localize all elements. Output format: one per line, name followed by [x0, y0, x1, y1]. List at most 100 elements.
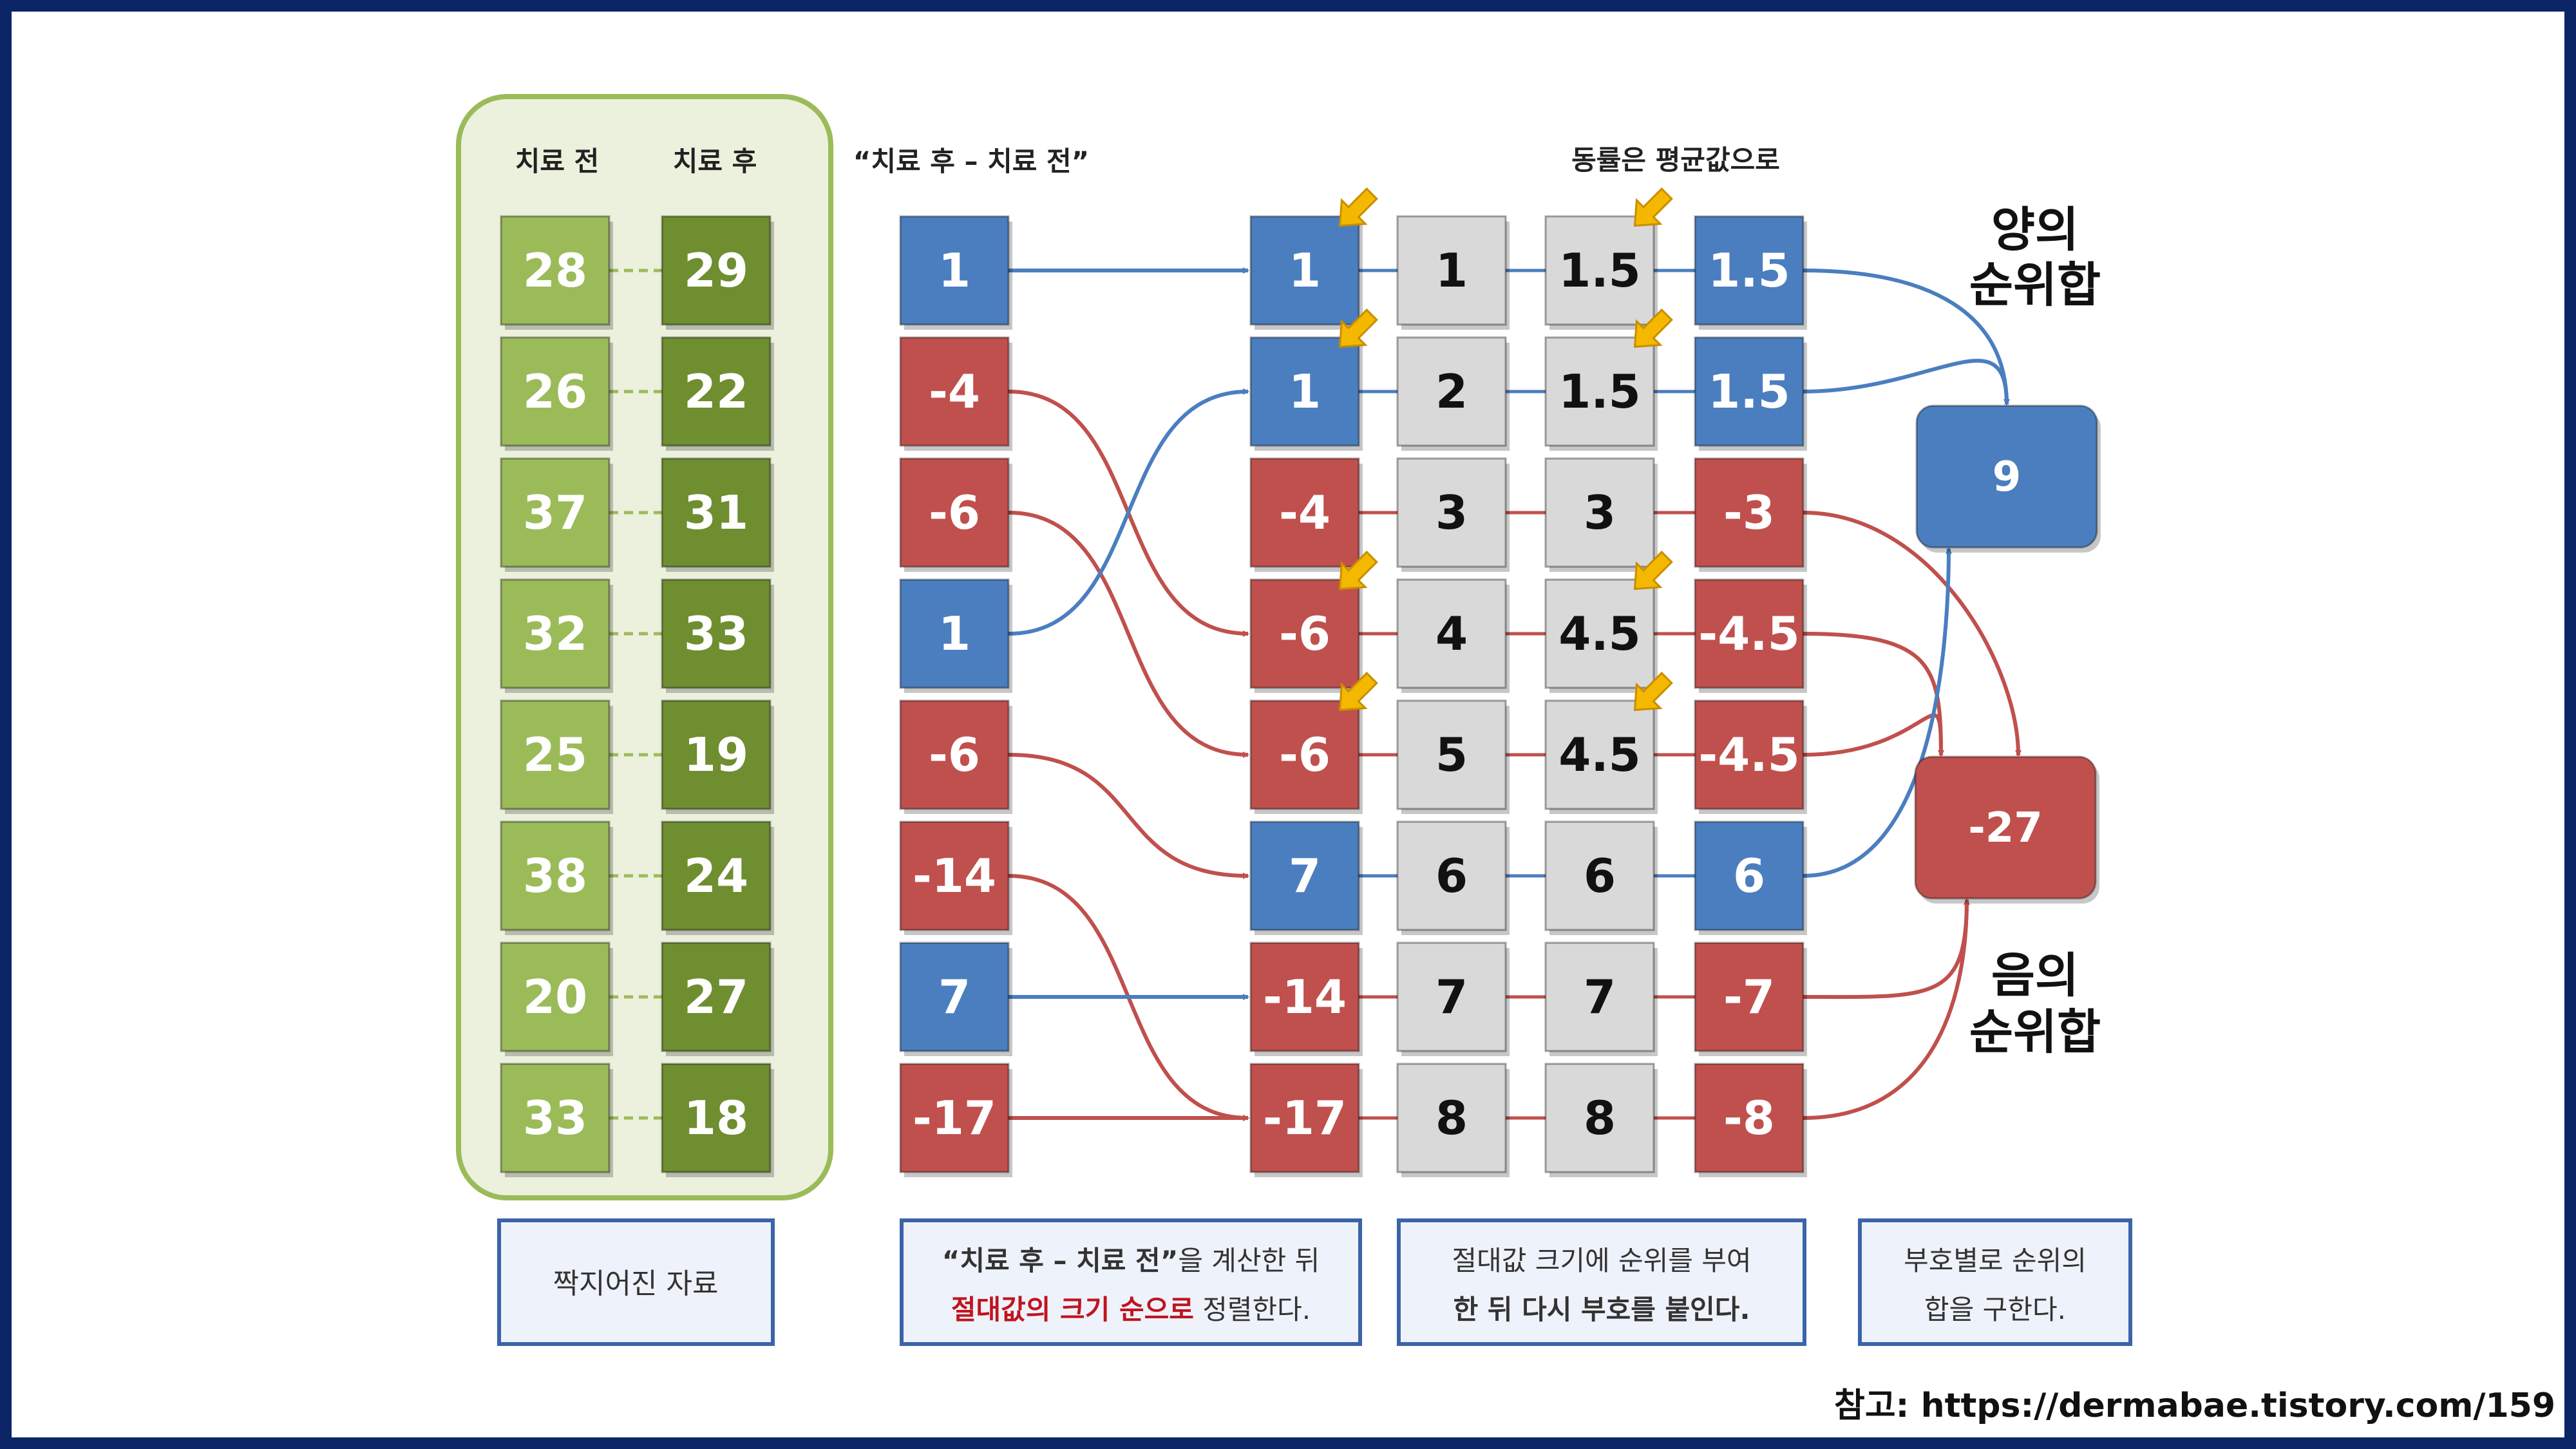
signed-rank-value-label: -3	[1723, 486, 1775, 540]
before-value-label: 26	[523, 365, 587, 419]
sum-arrow	[1803, 898, 1970, 1120]
difference-value-label: -6	[929, 728, 980, 782]
sorted-value: 1	[1249, 336, 1363, 451]
average-rank-value: 1.5	[1544, 336, 1658, 451]
difference-value-fill	[899, 578, 1010, 689]
sorted-value-label: 7	[1289, 849, 1321, 903]
sorted-value-label: 1	[1289, 243, 1321, 298]
rank-value-label: 7	[1435, 970, 1468, 1024]
caption-box-step4	[1858, 1218, 2132, 1346]
sorted-value-label: 1	[1289, 365, 1321, 419]
rank-value-fill	[1396, 457, 1507, 568]
tie-markers	[1338, 187, 1673, 712]
signed-rank-value-fill	[1694, 457, 1804, 568]
negative-sum-box: -27	[1914, 755, 2099, 904]
after-value-fill	[661, 215, 772, 326]
difference-value-fill	[899, 215, 1010, 326]
sort-arrow	[1008, 511, 1249, 758]
signed-rank-value-fill	[1694, 336, 1804, 447]
before-value-fill	[500, 457, 611, 568]
sorted-value-fill	[1249, 820, 1360, 931]
difference-value: -4	[899, 336, 1012, 451]
rank-value-label: 8	[1435, 1091, 1468, 1145]
after-value-fill	[661, 336, 772, 447]
rank-value: 8	[1396, 1063, 1510, 1177]
average-rank-value-label: 4.5	[1558, 728, 1641, 782]
before-value-fill	[500, 820, 611, 931]
average-rank-value: 7	[1544, 942, 1658, 1056]
rank-value: 3	[1396, 457, 1510, 572]
signed-rank-value-fill	[1694, 1063, 1804, 1173]
difference-value: 1	[899, 578, 1012, 693]
before-value-label: 25	[523, 728, 587, 782]
after-value-label: 18	[684, 1091, 748, 1145]
average-rank-value: 1.5	[1544, 215, 1658, 330]
signed-rank-value-fill	[1694, 699, 1804, 810]
before-value: 25	[500, 699, 613, 814]
average-rank-value: 8	[1544, 1063, 1658, 1177]
after-value-label: 19	[684, 728, 748, 782]
caption-step4-line2: 합을 구한다.	[1924, 1294, 2066, 1325]
difference-value: -14	[899, 820, 1012, 935]
connectors	[609, 267, 2022, 1121]
after-value-label: 27	[684, 970, 748, 1024]
caption-step3-line1: 절대값 크기에 순위를 부여	[1452, 1245, 1751, 1276]
positive-sum-box-label: 9	[1993, 453, 2022, 501]
sum-arrow	[1803, 713, 1944, 757]
signed-rank-value: -4.5	[1694, 699, 1807, 814]
sorted-value: -6	[1249, 699, 1363, 814]
header-ties: 동률은 평균값으로	[1571, 144, 1780, 176]
before-value-fill	[500, 1063, 611, 1173]
before-value: 28	[500, 215, 613, 330]
difference-value-label: -4	[929, 365, 980, 419]
rank-value-label: 2	[1435, 365, 1468, 419]
sum-arrow	[1803, 632, 1944, 757]
caption-step3-line2: 한 뒤 다시 부호를 붙인다.	[1454, 1294, 1750, 1325]
before-value-fill	[500, 699, 611, 810]
average-rank-value-fill	[1544, 336, 1655, 447]
negative-sum-box-label: -27	[1968, 804, 2043, 852]
after-value-label: 22	[684, 365, 748, 419]
difference-value-label: -14	[913, 849, 996, 903]
before-value: 38	[500, 820, 613, 935]
before-value-label: 32	[523, 607, 587, 661]
difference-value-fill	[899, 699, 1010, 810]
signed-rank-value-fill	[1694, 578, 1804, 689]
difference-value-fill	[899, 1063, 1010, 1173]
before-value-label: 33	[523, 1091, 587, 1145]
sorted-value: 7	[1249, 820, 1363, 935]
positive-sum-label-line2: 순위합	[1969, 258, 2101, 313]
before-value-fill	[500, 336, 611, 447]
average-rank-value-label: 1.5	[1558, 365, 1641, 419]
caption-step2-rest2: 정렬한다.	[1194, 1294, 1311, 1325]
average-rank-value-label: 6	[1584, 849, 1616, 903]
before-value-label: 20	[523, 970, 587, 1024]
average-rank-value-fill	[1544, 457, 1655, 568]
after-value-label: 33	[684, 607, 748, 661]
rank-value-fill	[1396, 1063, 1507, 1173]
after-value: 29	[661, 215, 774, 330]
difference-value: 1	[899, 215, 1012, 330]
rank-value-fill	[1396, 578, 1507, 689]
tie-arrow-icon	[1633, 672, 1673, 712]
difference-value-label: 7	[938, 970, 971, 1024]
sort-arrow	[1008, 753, 1249, 879]
signed-rank-value: 1.5	[1694, 215, 1807, 330]
caption-step2-rest1: 을 계산한 뒤	[1178, 1245, 1320, 1276]
average-rank-value: 3	[1544, 457, 1658, 572]
tie-arrow-icon	[1338, 308, 1378, 348]
rank-value-fill	[1396, 820, 1507, 931]
before-value-fill	[500, 942, 611, 1052]
average-rank-value: 4.5	[1544, 578, 1658, 693]
after-value-fill	[661, 699, 772, 810]
after-value: 31	[661, 457, 774, 572]
sum-arrow	[1803, 898, 1970, 999]
after-value-fill	[661, 578, 772, 689]
tie-arrow-icon	[1338, 551, 1378, 591]
before-value: 20	[500, 942, 613, 1056]
difference-value-label: 1	[938, 243, 971, 298]
average-rank-value: 4.5	[1544, 699, 1658, 814]
positive-sum-label-line1: 양의	[1991, 202, 2079, 258]
average-rank-value-fill	[1544, 699, 1655, 810]
signed-rank-value: -4.5	[1694, 578, 1807, 693]
